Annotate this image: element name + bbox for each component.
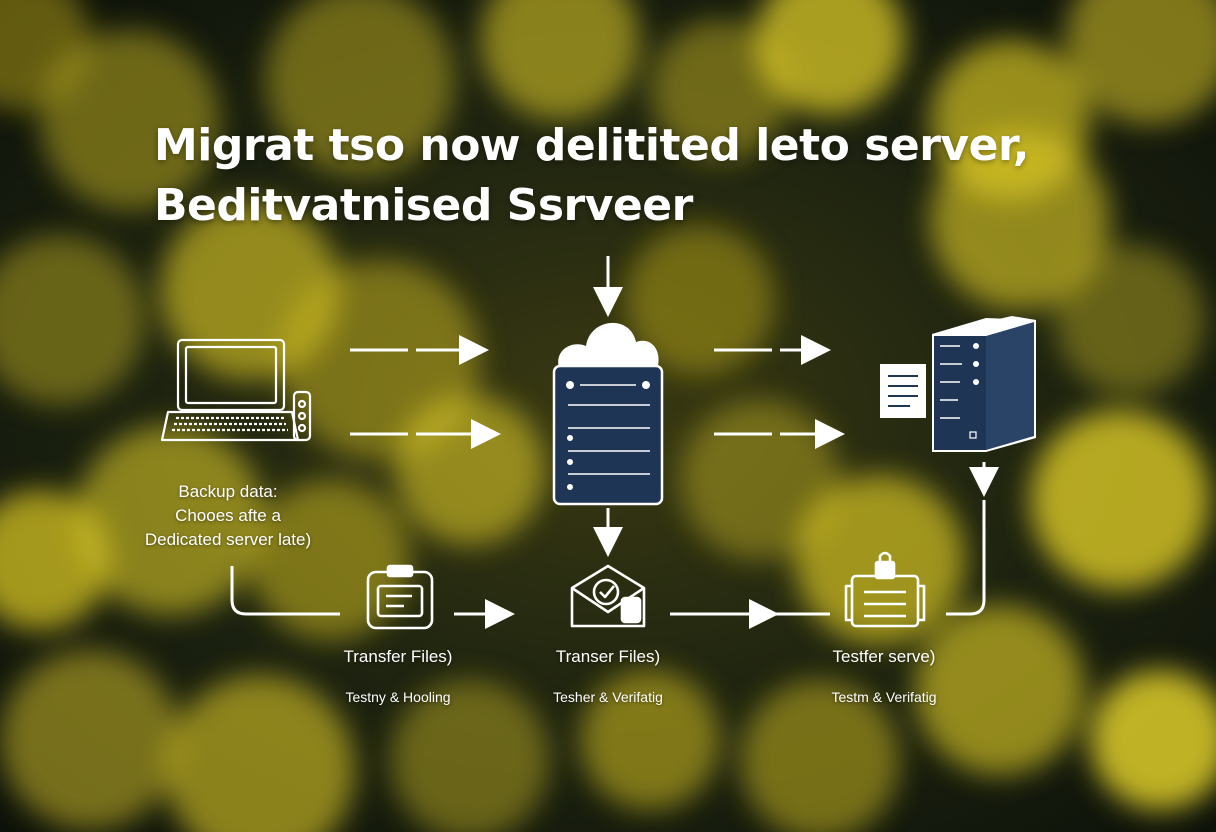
laptop-icon <box>160 338 312 442</box>
step-2-label: Transer Files) <box>555 647 661 666</box>
server-tower-icon <box>932 316 1036 452</box>
clipboard-icon <box>366 564 434 630</box>
step-1-sublabel: Testny & Hooling <box>345 689 451 705</box>
backup-note-line-3: Dedicated server late) <box>144 530 312 549</box>
step-3-label: Testfer serve) <box>832 647 936 666</box>
step-1-label: Transfer Files) <box>343 647 453 666</box>
bracket-right <box>946 500 986 616</box>
cloud-server-icon <box>552 322 664 506</box>
bracket-left <box>230 566 340 616</box>
flow-arrows-cloud-to-server <box>714 335 845 449</box>
title-line-2: Beditvatnised Ssrveer <box>154 180 693 231</box>
backup-note: Backup data: Chooes afte a Dedicated ser… <box>138 480 318 552</box>
page-title: Migrat tso now delitited leto server, Be… <box>154 116 1194 236</box>
checkmark-envelope-icon <box>570 564 646 628</box>
flow-arrows-laptop-to-cloud <box>350 335 501 449</box>
step-3-sublabel: Testm & Verifatig <box>831 689 937 705</box>
backup-note-line-2: Chooes afte a <box>175 506 281 525</box>
backup-note-line-1: Backup data: <box>178 482 278 501</box>
step-2-sublabel: Tesher & Verifatig <box>553 689 663 705</box>
lock-document-icon <box>844 551 926 628</box>
document-icon <box>880 364 926 418</box>
title-line-1: Migrat tso now delitited leto server, <box>154 120 1029 171</box>
